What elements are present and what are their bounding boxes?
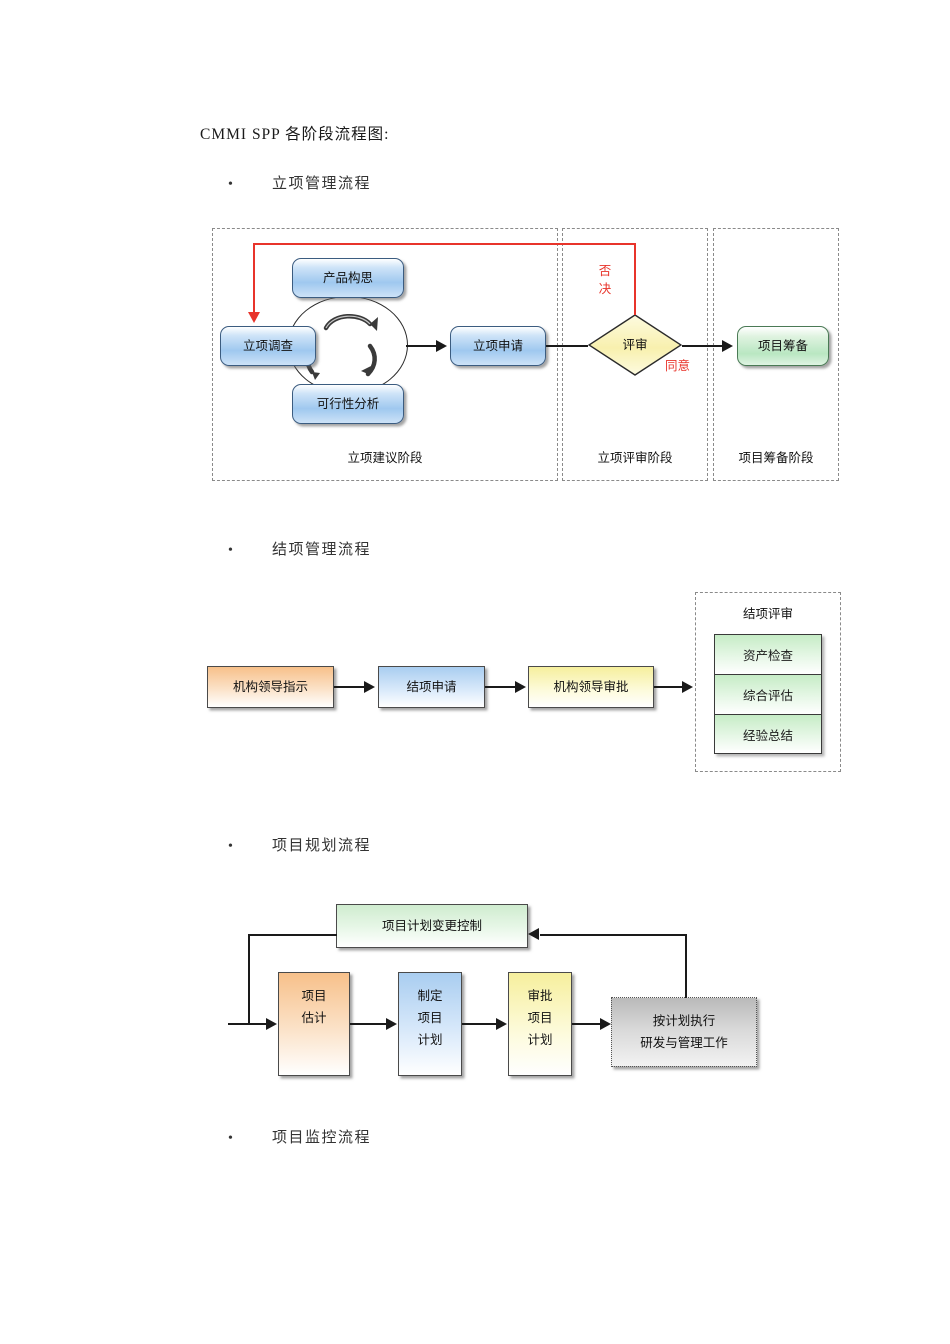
closure-review-item-2[interactable]: 综合评估 <box>715 675 821 715</box>
stage-label-preparation: 项目筹备阶段 <box>738 450 814 465</box>
edge-estimate-to-make-plan <box>350 1023 388 1025</box>
node-initiation-application-label: 立项申请 <box>472 337 523 353</box>
node-approve-project-plan-line-2: 项目 <box>527 1009 553 1025</box>
node-plan-change-control[interactable]: 项目计划变更控制 <box>336 904 528 948</box>
arrowhead-into-change-control <box>528 928 539 940</box>
node-review-decision-label: 评审 <box>622 336 648 352</box>
stage-panel-proposal <box>212 228 558 481</box>
bullet-item-4: • 项目监控流程 <box>228 1126 371 1147</box>
node-product-concept[interactable]: 产品构思 <box>292 258 404 298</box>
edge-application-to-review <box>546 345 588 347</box>
stage-label-review: 立项评审阶段 <box>597 450 673 465</box>
node-feasibility-analysis[interactable]: 可行性分析 <box>292 384 404 424</box>
edge-reject-vertical-left <box>253 243 255 315</box>
edge-instruction-to-application <box>334 686 366 688</box>
edge-make-plan-to-approve-plan <box>462 1023 498 1025</box>
node-approve-project-plan[interactable]: 审批 项目 计划 <box>508 972 572 1076</box>
bullet-label-1: 立项管理流程 <box>272 176 372 192</box>
bullet-marker-icon-3: • <box>228 839 235 854</box>
edge-reject-vertical-right <box>634 243 636 315</box>
bullet-marker-icon-4: • <box>228 1131 235 1146</box>
bullet-item-3: • 项目规划流程 <box>228 834 371 855</box>
node-initiation-survey[interactable]: 立项调查 <box>220 326 316 366</box>
node-execute-per-plan-line-2: 研发与管理工作 <box>640 1034 728 1050</box>
arrowhead-reject-into-survey <box>248 312 260 323</box>
node-make-project-plan-line-2: 项目 <box>417 1009 443 1025</box>
bullet-label-3: 项目规划流程 <box>272 838 372 854</box>
node-make-project-plan-line-1: 制定 <box>417 988 443 1003</box>
arrowhead-application-to-approval <box>515 681 526 693</box>
arrowhead-entry-to-estimate <box>266 1018 277 1030</box>
arrowhead-estimate-to-make-plan <box>386 1018 397 1030</box>
edge-execute-up <box>685 934 687 998</box>
closure-review-item-1[interactable]: 资产检查 <box>715 635 821 675</box>
node-org-leader-instruction[interactable]: 机构领导指示 <box>207 666 334 708</box>
node-closure-application-label: 结项申请 <box>406 678 457 694</box>
stage-label-proposal: 立项建议阶段 <box>347 450 423 465</box>
arrowhead-review-to-prepare <box>722 340 733 352</box>
edge-review-to-prepare <box>682 345 725 347</box>
node-project-preparation-label: 项目筹备 <box>757 337 808 353</box>
bullet-label-2: 结项管理流程 <box>272 542 372 558</box>
edge-change-control-down <box>248 934 250 1024</box>
edge-execute-to-change-control <box>540 934 687 936</box>
node-product-concept-label: 产品构思 <box>322 269 373 285</box>
bullet-marker-icon: • <box>228 177 235 192</box>
node-review-decision[interactable]: 评审 <box>588 314 682 376</box>
stage-panel-preparation <box>713 228 839 481</box>
node-org-leader-approval-label: 机构领导审批 <box>553 678 629 694</box>
edge-label-reject: 否决 <box>598 263 612 297</box>
closure-review-items: 资产检查 综合评估 经验总结 <box>714 634 822 754</box>
node-closure-application[interactable]: 结项申请 <box>378 666 485 708</box>
node-project-estimate[interactable]: 项目 估计 <box>278 972 350 1076</box>
node-org-leader-instruction-label: 机构领导指示 <box>232 678 308 694</box>
node-make-project-plan-line-3: 计划 <box>417 1031 443 1047</box>
diamond-shape-icon <box>588 314 682 376</box>
arrowhead-approve-plan-to-execute <box>600 1018 611 1030</box>
node-initiation-application[interactable]: 立项申请 <box>450 326 546 366</box>
stage-panel-review <box>562 228 708 481</box>
node-make-project-plan[interactable]: 制定 项目 计划 <box>398 972 462 1076</box>
node-approve-project-plan-line-3: 计划 <box>527 1031 553 1047</box>
node-execute-per-plan-line-1: 按计划执行 <box>652 1013 716 1028</box>
node-project-preparation[interactable]: 项目筹备 <box>737 326 829 366</box>
edge-application-to-approval <box>485 686 517 688</box>
edge-reject-horizontal <box>253 243 635 245</box>
node-project-estimate-line-1: 项目 <box>301 988 327 1003</box>
edge-change-control-out <box>248 934 337 936</box>
bullet-marker-icon-2: • <box>228 543 235 558</box>
arrowhead-approval-to-review-panel <box>682 681 693 693</box>
node-initiation-survey-label: 立项调查 <box>242 337 293 353</box>
edge-approval-to-review-panel <box>654 686 687 688</box>
node-approve-project-plan-line-1: 审批 <box>527 988 553 1003</box>
node-project-estimate-line-2: 估计 <box>301 1009 327 1025</box>
node-plan-change-control-label: 项目计划变更控制 <box>381 917 482 933</box>
node-feasibility-analysis-label: 可行性分析 <box>316 395 380 411</box>
arrowhead-instruction-to-application <box>364 681 375 693</box>
page-title: CMMI SPP 各阶段流程图: <box>200 126 390 143</box>
bullet-label-4: 项目监控流程 <box>272 1130 372 1146</box>
bullet-item-1: • 立项管理流程 <box>228 172 371 193</box>
arrowhead-make-plan-to-approve-plan <box>496 1018 507 1030</box>
arrowhead-cycle-to-application <box>436 340 447 352</box>
node-org-leader-approval[interactable]: 机构领导审批 <box>528 666 654 708</box>
closure-review-item-3[interactable]: 经验总结 <box>715 715 821 753</box>
closure-review-panel-label: 结项评审 <box>742 606 793 621</box>
edge-cycle-to-application <box>406 345 438 347</box>
node-execute-per-plan[interactable]: 按计划执行 研发与管理工作 <box>611 997 757 1067</box>
closure-review-panel <box>695 592 841 772</box>
bullet-item-2: • 结项管理流程 <box>228 538 371 559</box>
edge-approve-plan-to-execute <box>572 1023 602 1025</box>
edge-label-agree: 同意 <box>665 358 691 373</box>
